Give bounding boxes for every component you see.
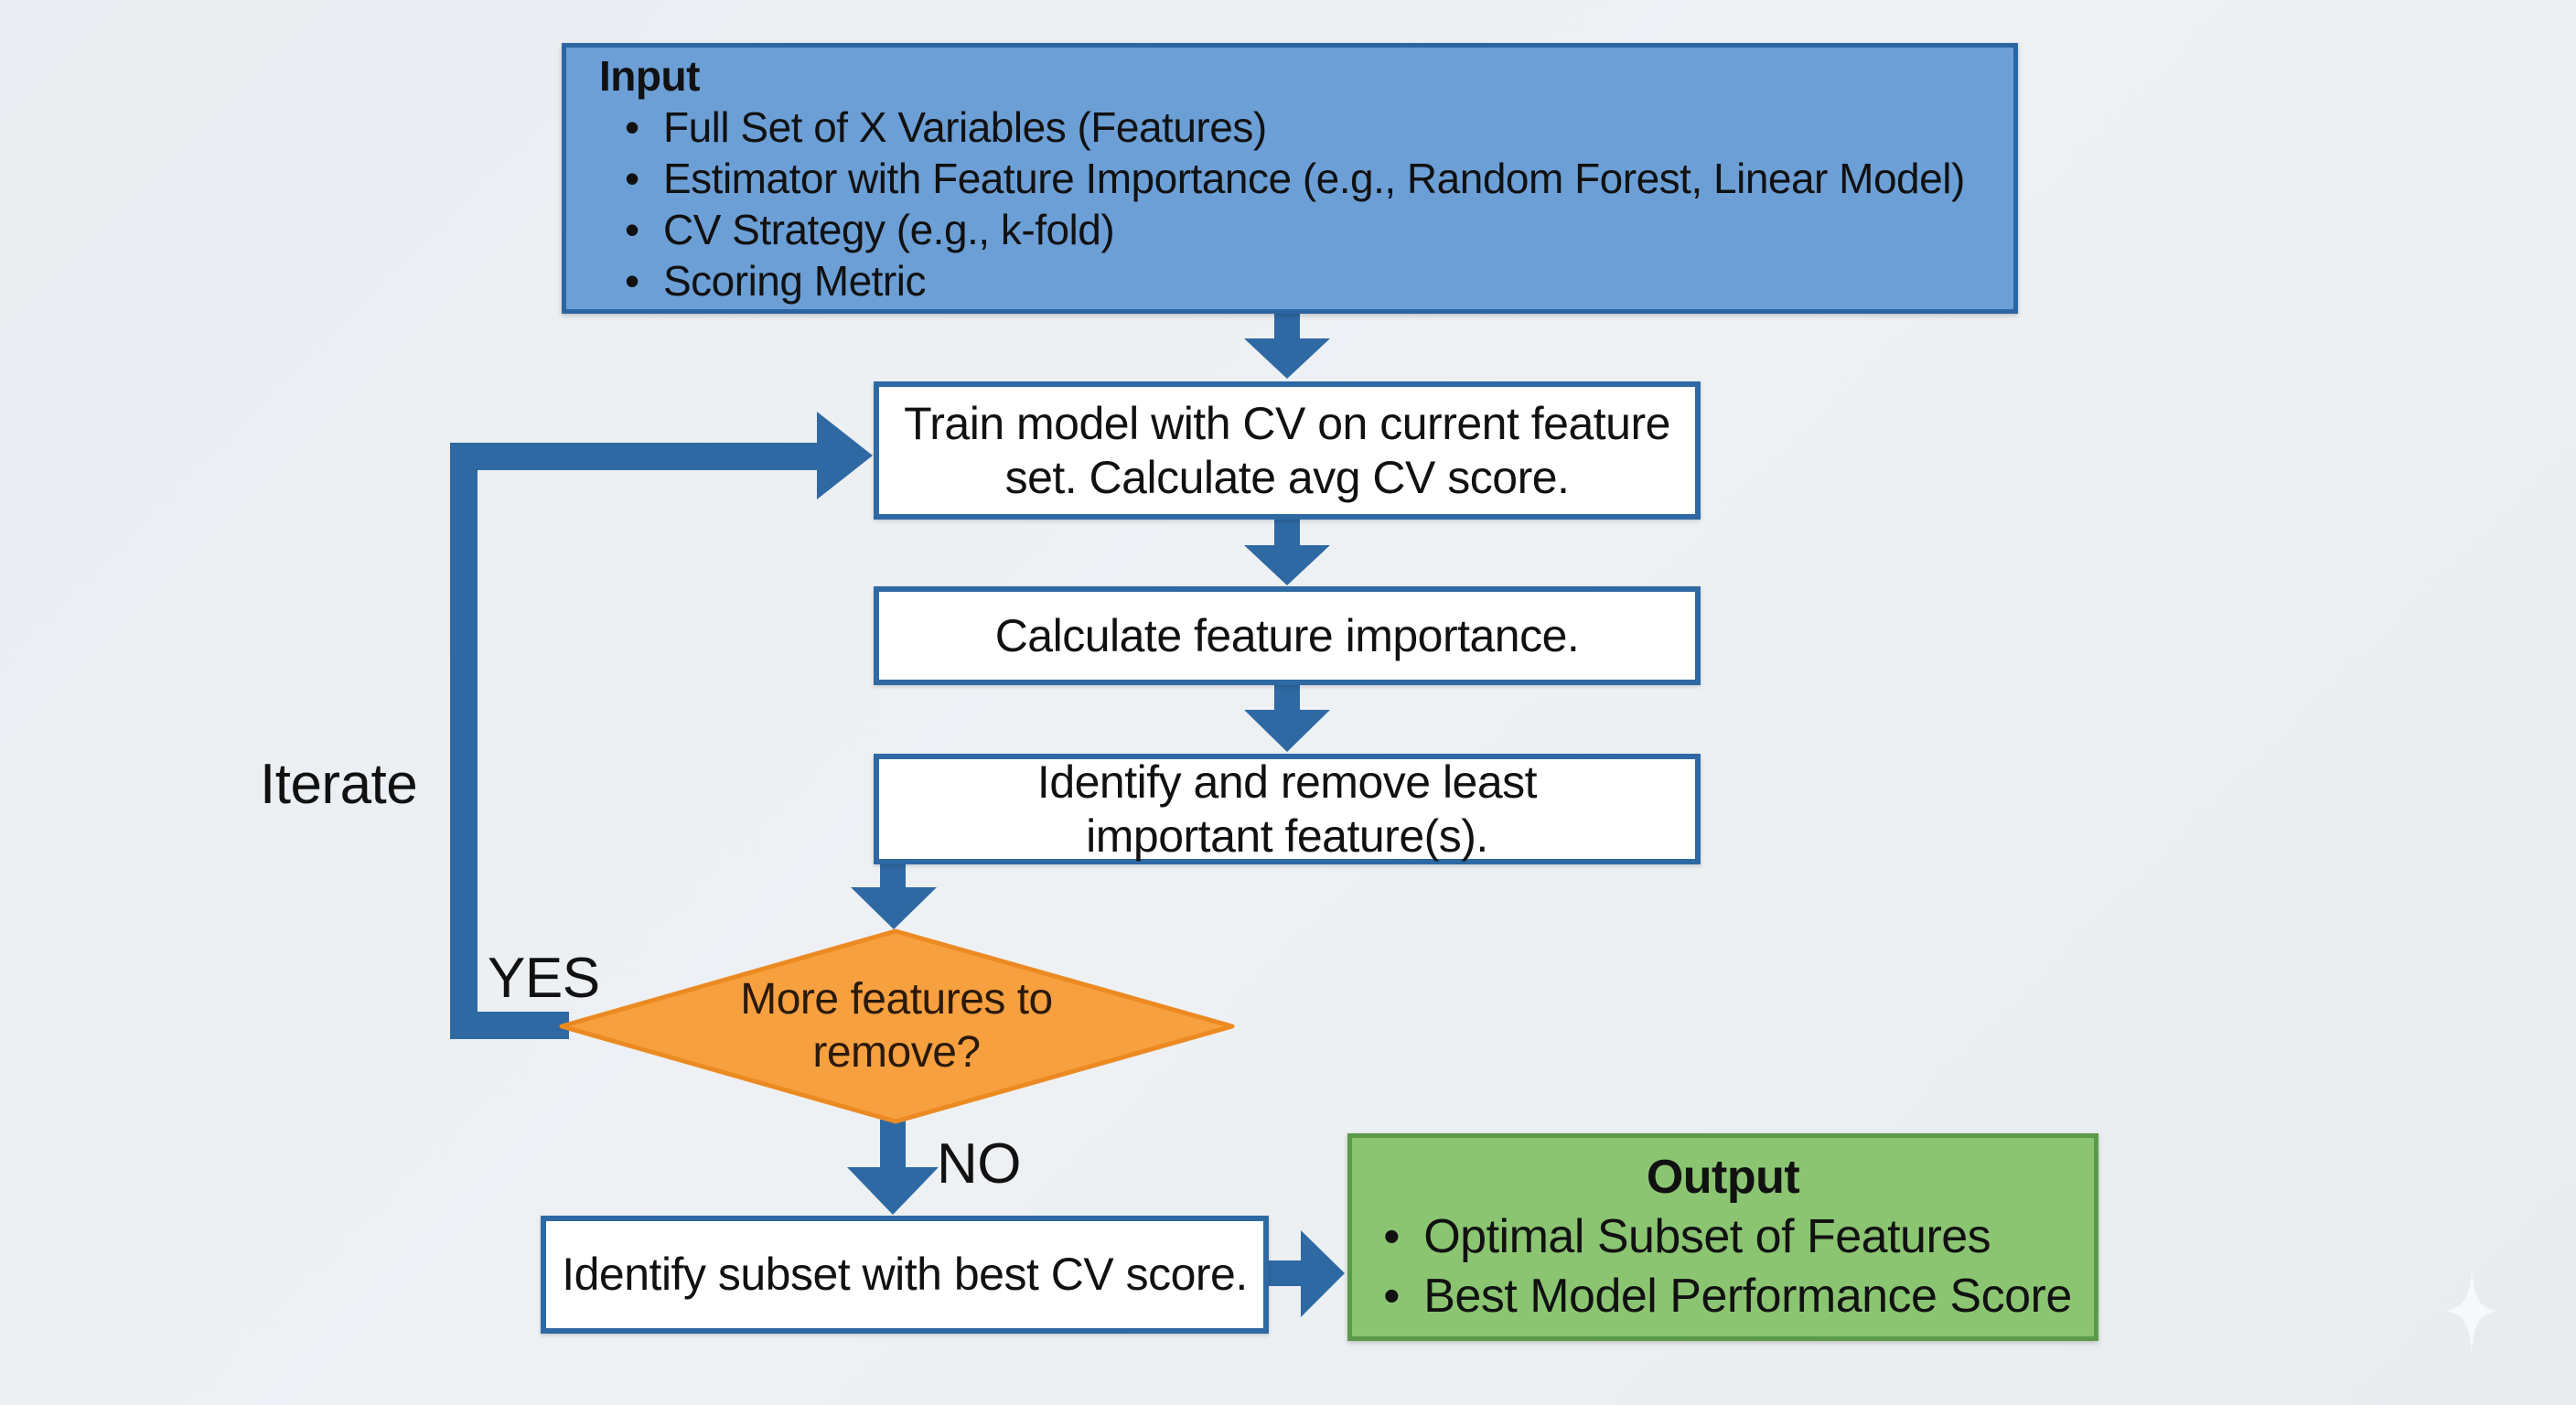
output-title: Output xyxy=(1646,1151,1800,1204)
output-list: Optimal Subset of Features Best Model Pe… xyxy=(1374,1207,2072,1326)
input-box: Input Full Set of X Variables (Features)… xyxy=(562,43,2018,314)
feature-importance-step: Calculate feature importance. xyxy=(874,586,1701,685)
output-item: Optimal Subset of Features xyxy=(1374,1207,2072,1267)
input-item: Estimator with Feature Importance (e.g.,… xyxy=(599,153,1965,204)
best-subset-step: Identify subset with best CV score. xyxy=(541,1216,1269,1334)
sparkle-icon xyxy=(2444,1270,2499,1352)
decision-line: More features to xyxy=(740,975,1053,1024)
input-item: CV Strategy (e.g., k-fold) xyxy=(599,204,1965,255)
output-item: Best Model Performance Score xyxy=(1374,1267,2072,1326)
input-item: Scoring Metric xyxy=(599,255,1965,306)
iterate-label: Iterate xyxy=(260,753,418,816)
input-item: Full Set of X Variables (Features) xyxy=(599,102,1965,153)
importance-step-text: Calculate feature importance. xyxy=(994,609,1580,661)
train-step-line: set. Calculate avg CV score. xyxy=(1004,451,1570,503)
arrow-remove-to-decision xyxy=(851,864,937,929)
train-model-step: Train model with CV on current feature s… xyxy=(874,381,1701,520)
remove-step-line: important feature(s). xyxy=(1086,810,1488,862)
arrow-input-to-train xyxy=(1244,314,1330,379)
best-step-text: Identify subset with best CV score. xyxy=(562,1249,1248,1300)
input-list: Full Set of X Variables (Features) Estim… xyxy=(599,102,1965,307)
decision-text: More features to remove? xyxy=(668,968,1125,1085)
no-label: NO xyxy=(937,1132,1022,1196)
train-step-line: Train model with CV on current feature xyxy=(904,397,1670,449)
input-title: Input xyxy=(599,51,700,100)
arrow-importance-to-remove xyxy=(1244,685,1330,752)
output-box: Output Optimal Subset of Features Best M… xyxy=(1347,1133,2098,1341)
decision-diamond xyxy=(559,928,1235,1124)
remove-feature-step: Identify and remove least important feat… xyxy=(874,754,1701,864)
remove-step-line: Identify and remove least xyxy=(1036,756,1538,808)
decision-line: remove? xyxy=(812,1028,981,1077)
yes-label: YES xyxy=(488,947,600,1010)
arrow-best-to-output xyxy=(1269,1230,1345,1317)
arrow-train-to-importance xyxy=(1244,520,1330,585)
arrow-decision-no xyxy=(847,1120,939,1215)
loop-back-arrow xyxy=(450,412,873,1039)
